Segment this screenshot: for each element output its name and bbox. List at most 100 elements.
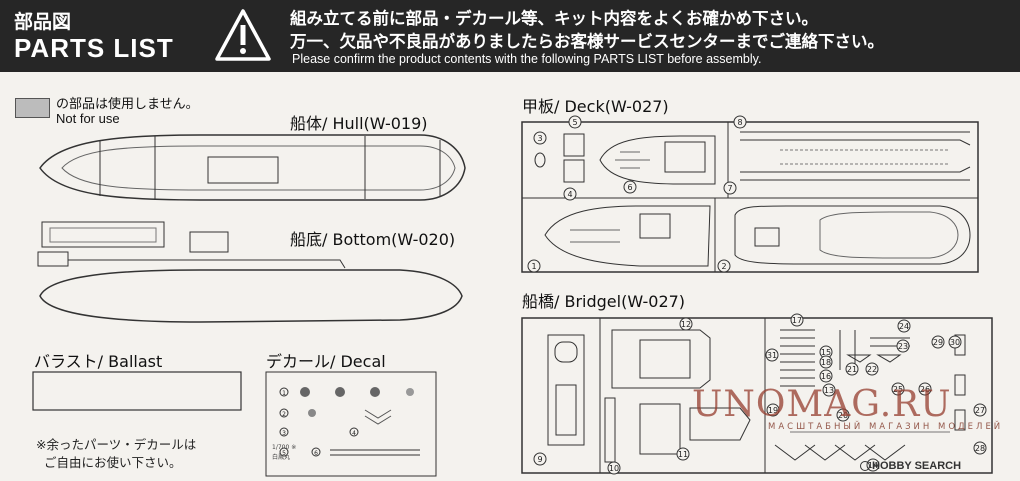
hull-title: 船体/ Hull(W-019) bbox=[290, 114, 428, 133]
bridge-part-number: 11 bbox=[678, 450, 688, 459]
decal-circle bbox=[279, 427, 289, 437]
bridge-part-number: 22 bbox=[867, 365, 877, 374]
bridge-part-number: 20 bbox=[838, 411, 848, 420]
deck-part-number: 1 bbox=[531, 262, 536, 271]
deck-part-number: 7 bbox=[727, 184, 732, 193]
bridge-part-number: 10 bbox=[609, 464, 619, 473]
bridge-part-circle bbox=[533, 452, 547, 466]
bridge-title: 船橋/ Bridgel(W-027) bbox=[522, 292, 686, 311]
deck-part-circle bbox=[723, 181, 737, 195]
deck-number-group: 1 2 3 4 5 6 7 8 bbox=[527, 115, 747, 273]
bridge-part-number: 17 bbox=[792, 316, 802, 325]
bridge-part-number: 12 bbox=[681, 320, 691, 329]
decal-number: 6 bbox=[314, 450, 318, 457]
hull-part bbox=[39, 134, 466, 201]
not-for-use-jp: の部品は使用しません。 bbox=[56, 97, 199, 112]
decal-name-text: 白鳳丸 bbox=[272, 453, 290, 461]
bridge-part-circle bbox=[918, 382, 932, 396]
bridge-part-circle bbox=[676, 447, 690, 461]
deck-part-circle bbox=[717, 259, 731, 273]
bridge-part-circle bbox=[766, 403, 780, 417]
bridge-part-number: 15 bbox=[821, 348, 831, 357]
bridge-part-number: 24 bbox=[899, 322, 909, 331]
bridge-part-number: 21 bbox=[847, 365, 857, 374]
warning-line-3: Please confirm the product contents with… bbox=[292, 52, 762, 66]
decal-number: 5 bbox=[282, 450, 286, 457]
hobby-search-icon bbox=[860, 461, 870, 471]
bridge-part-number: 9 bbox=[537, 455, 542, 464]
not-for-use-swatch bbox=[15, 98, 50, 118]
deck-part-number: 8 bbox=[737, 118, 742, 127]
note-line-2: ご自由にお使い下さい。 bbox=[44, 455, 182, 470]
bridge-part-number: 30 bbox=[950, 338, 960, 347]
bridge-part-number: 23 bbox=[898, 342, 908, 351]
bridge-part-circle bbox=[679, 317, 693, 331]
bridge-part-circle bbox=[897, 319, 911, 333]
decal-number: 3 bbox=[282, 430, 286, 437]
bottom-part bbox=[37, 221, 463, 323]
deck-sprue bbox=[521, 121, 979, 273]
title-en: PARTS LIST bbox=[14, 33, 174, 63]
bridge-part-circle bbox=[931, 335, 945, 349]
bridge-part-circle bbox=[819, 369, 833, 383]
bridge-part-circle bbox=[948, 335, 962, 349]
warning-icon bbox=[215, 9, 271, 61]
title-jp: 部品図 bbox=[14, 11, 72, 33]
deck-part-number: 3 bbox=[537, 134, 542, 143]
bridge-part-circle bbox=[836, 408, 850, 422]
deck-part-circle bbox=[733, 115, 747, 129]
bridge-part-circle bbox=[765, 348, 779, 362]
bridge-part-circle bbox=[845, 362, 859, 376]
decal-circle bbox=[349, 427, 359, 437]
deck-part-number: 4 bbox=[567, 190, 572, 199]
ballast-part bbox=[32, 371, 242, 411]
deck-part-circle bbox=[563, 187, 577, 201]
bridge-part-number: 18 bbox=[821, 358, 831, 367]
deck-part-number: 5 bbox=[572, 118, 577, 127]
bridge-part-circle bbox=[896, 339, 910, 353]
deck-part-circle bbox=[568, 115, 582, 129]
bridge-part-number: 27 bbox=[975, 406, 985, 415]
bridge-part-number: 29 bbox=[933, 338, 943, 347]
bridge-part-number: 28 bbox=[975, 444, 985, 453]
watermark-sub: МАСШТАБНЫЙ МАГАЗИН МОДЕЛЕЙ bbox=[768, 422, 1004, 432]
bridge-part-circle bbox=[865, 362, 879, 376]
bridge-part-circle bbox=[973, 441, 987, 455]
deck-part-circle bbox=[527, 259, 541, 273]
header-bar: 部品図 PARTS LIST 組み立てる前に部品・デカール等、キット内容をよくお… bbox=[0, 0, 1020, 72]
bridge-part-circle bbox=[891, 382, 905, 396]
bridge-part-circle bbox=[790, 313, 804, 327]
decal-circle bbox=[279, 387, 289, 397]
deck-part-circle bbox=[623, 180, 637, 194]
deck-part-circle bbox=[533, 131, 547, 145]
bridge-part-circle bbox=[819, 355, 833, 369]
decal-number-group: 1 2 3 4 5 6 bbox=[279, 387, 359, 457]
bridge-part-number: 19 bbox=[768, 406, 778, 415]
bridge-part-circle bbox=[822, 383, 836, 397]
bottom-title: 船底/ Bottom(W-020) bbox=[290, 230, 456, 249]
decal-number: 2 bbox=[282, 411, 286, 418]
bridge-part-circle bbox=[973, 403, 987, 417]
decal-scale-text: 1/700 ※ bbox=[272, 444, 296, 451]
bridge-part-number: 16 bbox=[821, 372, 831, 381]
ballast-title: バラスト/ Ballast bbox=[34, 352, 163, 371]
decal-number: 4 bbox=[352, 430, 356, 437]
decal-circle bbox=[311, 447, 321, 457]
warning-line-1: 組み立てる前に部品・デカール等、キット内容をよくお確かめ下さい。 bbox=[290, 9, 818, 28]
hobby-search-label: HOBBY SEARCH bbox=[872, 460, 962, 472]
decal-sheet: 1/700 ※ 白鳳丸 bbox=[265, 371, 437, 477]
watermark-main: UNOMAG.RU bbox=[692, 384, 952, 425]
bridge-part-number: 25 bbox=[893, 385, 903, 394]
bridge-part-number: 13 bbox=[824, 386, 834, 395]
decal-title: デカール/ Decal bbox=[266, 352, 386, 371]
decal-circle bbox=[279, 408, 289, 418]
bridge-part-circle bbox=[607, 461, 621, 475]
decal-number: 1 bbox=[282, 390, 286, 397]
bridge-part-number: 31 bbox=[767, 351, 777, 360]
deck-part-number: 2 bbox=[721, 262, 726, 271]
deck-part-number: 6 bbox=[627, 183, 632, 192]
decal-circle bbox=[279, 447, 289, 457]
warning-line-2: 万一、欠品や不良品がありましたらお客様サービスセンターまでご連絡下さい。 bbox=[290, 32, 884, 51]
